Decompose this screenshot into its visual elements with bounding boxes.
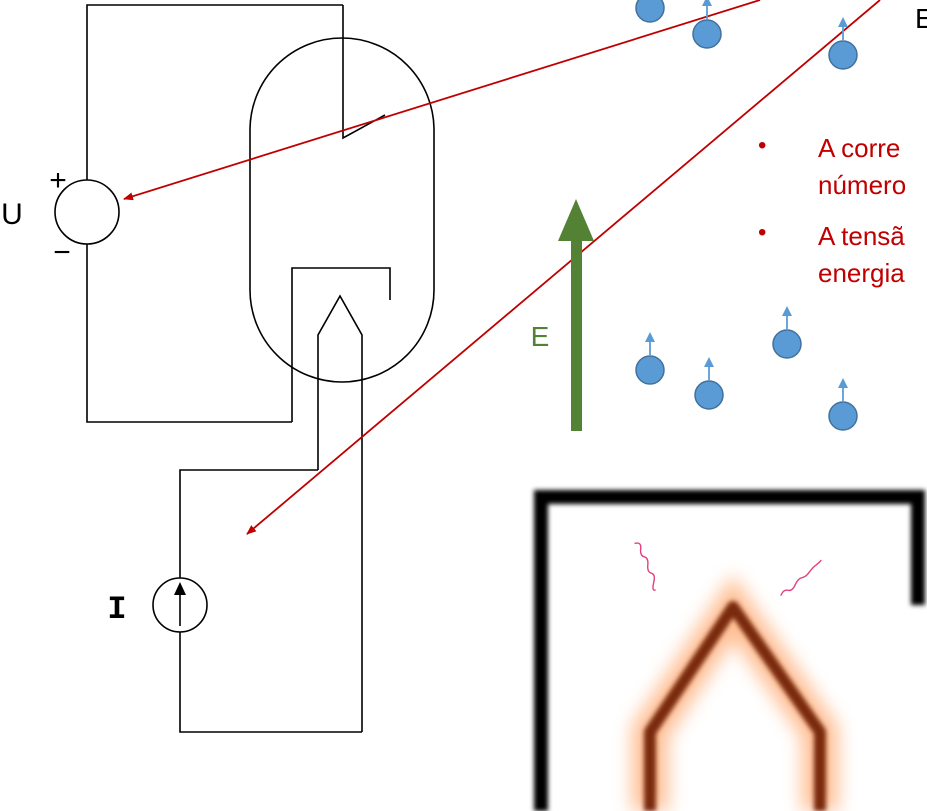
electron-velocity-head	[702, 0, 712, 6]
note-line-2: número	[818, 170, 906, 200]
current-label: I	[107, 591, 126, 628]
closeup-filament-glow	[632, 574, 838, 811]
electron-body	[692, 19, 722, 49]
electron-velocity-head	[645, 332, 655, 342]
header-fragment: E	[915, 3, 927, 34]
voltage-plus-sign: +	[49, 164, 67, 197]
electron-velocity-head	[838, 378, 848, 388]
note-line-4: energia	[818, 258, 905, 288]
annotation-arrow-to-voltage	[123, 0, 761, 201]
tube-envelope	[249, 37, 435, 383]
current-loop-wire-bottom	[179, 632, 362, 733]
electrons-group	[635, 0, 858, 431]
electron-icon	[828, 17, 858, 70]
voltage-loop-wire-top	[86, 4, 343, 187]
electron-body	[694, 380, 724, 410]
electron-icon	[692, 0, 722, 49]
electron-velocity-head	[704, 357, 714, 367]
current-loop-wire-top	[179, 469, 318, 578]
vacuum-tube	[249, 5, 435, 732]
current-loop: I	[107, 469, 362, 733]
voltage-loop-wire-bottom	[86, 238, 292, 423]
filament-closeup	[534, 490, 925, 811]
field-label: E	[531, 321, 550, 352]
electron-body	[828, 40, 858, 70]
annotation-arrows	[123, 0, 881, 535]
field-arrow-shaft	[571, 236, 582, 431]
electron-body	[635, 355, 665, 385]
current-arrow-head	[174, 582, 186, 595]
electron-velocity-head	[782, 306, 792, 316]
field-arrow-head	[558, 199, 594, 241]
electron-icon	[694, 357, 724, 410]
electron-body	[635, 0, 665, 23]
closeup-filament-core	[644, 601, 826, 811]
note-bullet-1: •	[758, 132, 766, 159]
field-arrow-icon: E	[531, 199, 594, 431]
electron-body	[828, 401, 858, 431]
electron-icon	[635, 0, 665, 23]
heat-wave-icon	[634, 542, 656, 591]
electron-icon	[828, 378, 858, 431]
note-line-1: A corre	[818, 133, 900, 163]
electron-velocity-head	[838, 17, 848, 27]
voltage-loop: + − U	[1, 4, 343, 423]
notes-list: • A corre número • A tensã energia	[758, 132, 906, 288]
voltage-source-icon	[54, 179, 120, 245]
note-line-3: A tensã	[818, 221, 905, 251]
heat-wave-icon	[780, 559, 822, 596]
voltage-label: U	[1, 198, 23, 231]
annotation-arrow-to-current	[246, 0, 881, 535]
filament-heater	[317, 294, 363, 732]
electron-icon	[772, 306, 802, 359]
anode-lead	[342, 5, 386, 140]
anode-plate	[291, 267, 391, 422]
note-bullet-2: •	[758, 219, 766, 246]
closeup-anode-plate	[534, 490, 925, 811]
electron-body	[772, 329, 802, 359]
voltage-minus-sign: −	[53, 236, 71, 269]
electron-icon	[635, 332, 665, 385]
